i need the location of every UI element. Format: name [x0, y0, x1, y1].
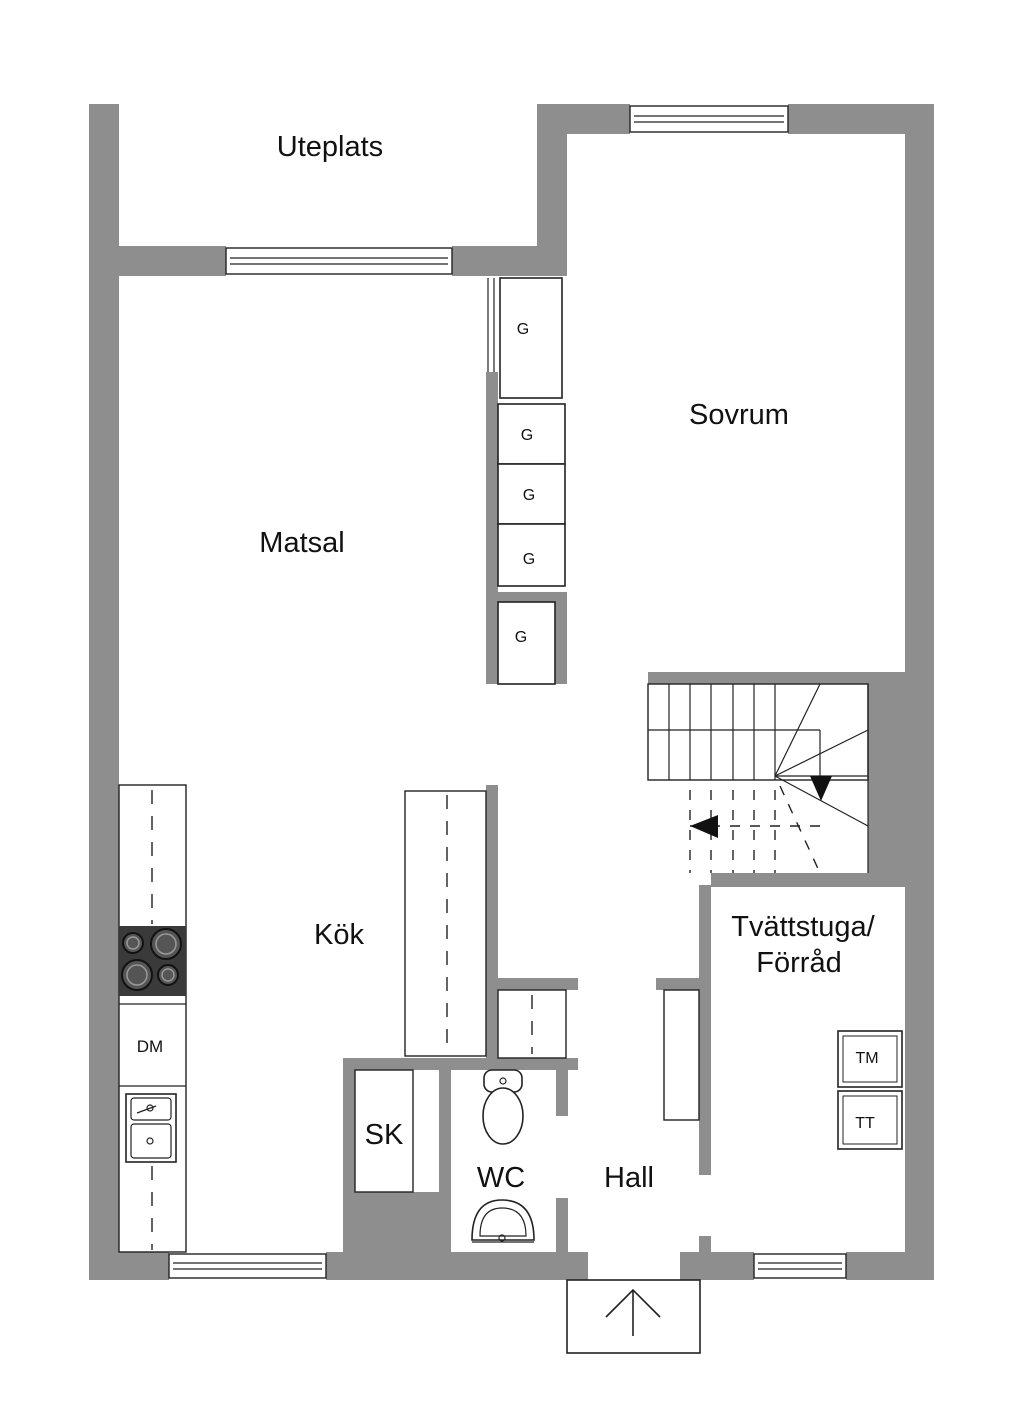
washbasin-icon — [471, 1199, 535, 1243]
room-labels: Uteplats Sovrum Matsal Kök Tvättstuga/ F… — [259, 131, 875, 1194]
room-label-tvattstuga: Tvättstuga/ — [731, 911, 875, 943]
wardrobes: G G G G G — [497, 277, 566, 685]
room-label-wc: WC — [477, 1162, 525, 1194]
room-label-uteplats: Uteplats — [277, 131, 383, 163]
exterior-walls — [89, 104, 934, 1280]
laundry-appliances: TM TT — [837, 1030, 903, 1150]
room-label-sovrum: Sovrum — [689, 399, 789, 431]
window-kitchen — [168, 1253, 327, 1279]
stair-arrow-left-icon — [690, 815, 718, 838]
washing-machine-icon — [837, 1030, 903, 1088]
wardrobe-label: G — [517, 321, 529, 338]
interior-walls — [343, 278, 905, 1252]
kitchen-counter: DM — [118, 784, 187, 1253]
room-label-hall: Hall — [604, 1162, 654, 1194]
stair-arrow-down-icon — [810, 776, 832, 801]
wardrobe-label: G — [523, 551, 535, 568]
room-label-sk: SK — [365, 1119, 404, 1151]
wardrobe-label: G — [515, 629, 527, 646]
hall-closet — [497, 989, 567, 1059]
room-label-forrad: Förråd — [756, 947, 841, 979]
window-laundry — [753, 1253, 847, 1279]
room-label-kok: Kök — [314, 919, 364, 951]
wardrobe-label: G — [521, 427, 533, 444]
entrance — [566, 1279, 701, 1354]
windows — [168, 105, 847, 1279]
sk-closet — [354, 1069, 414, 1193]
kitchen-sink-icon — [125, 1093, 177, 1163]
washer-label: TM — [855, 1050, 878, 1067]
wardrobe-label: G — [523, 487, 535, 504]
dryer-icon — [837, 1090, 903, 1150]
dishwasher-label: DM — [137, 1037, 163, 1056]
kitchen-island — [404, 790, 487, 1057]
hall-wardrobe — [663, 989, 700, 1121]
staircase — [647, 683, 869, 874]
dryer-label: TT — [855, 1115, 875, 1132]
toilet-icon — [482, 1069, 524, 1145]
window-bedroom — [629, 105, 789, 133]
window-patio — [225, 247, 453, 275]
room-label-matsal: Matsal — [259, 527, 344, 559]
